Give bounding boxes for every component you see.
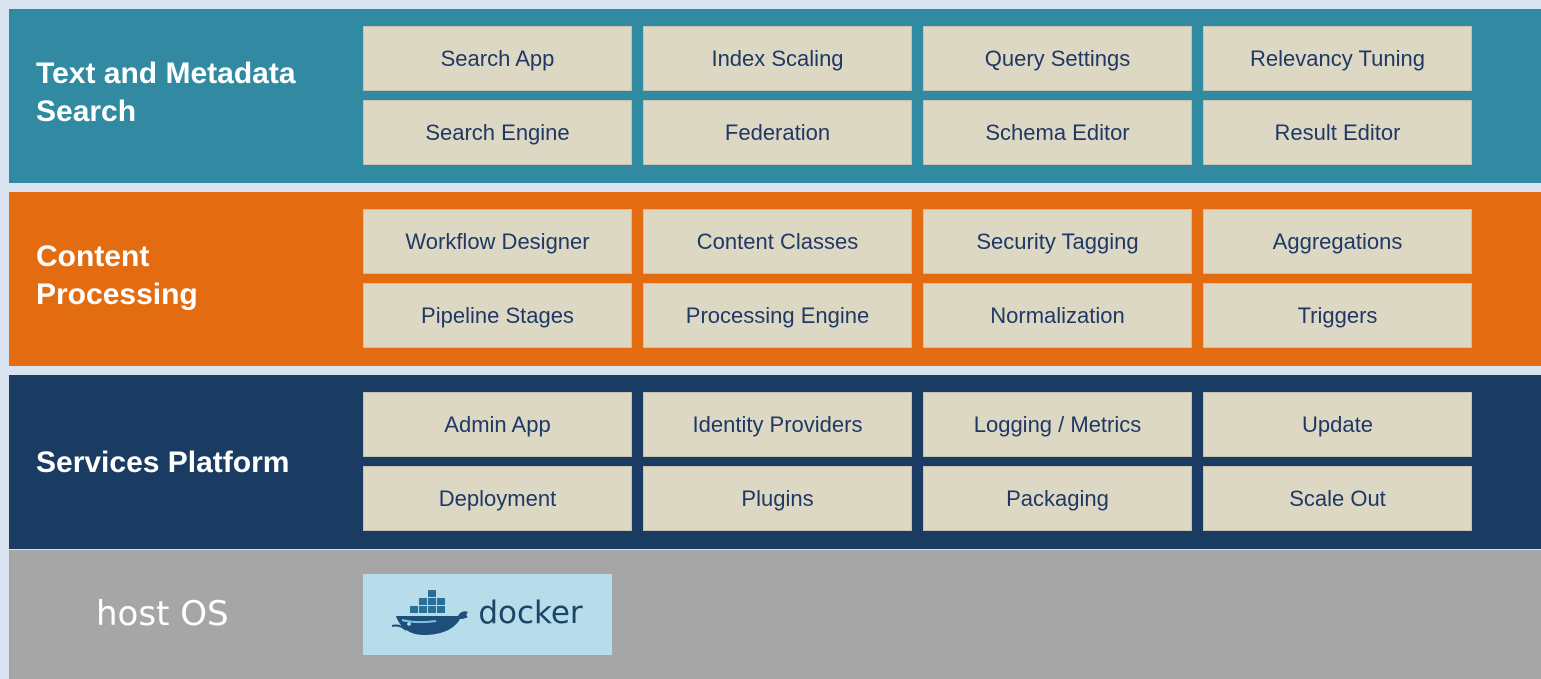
layer-title-line: Processing [36, 278, 198, 311]
content-processing-layer: Content Processing Workflow Designer Con… [9, 192, 1541, 366]
tile-result-editor[interactable]: Result Editor [1203, 100, 1472, 165]
tile-triggers[interactable]: Triggers [1203, 283, 1472, 348]
tile-federation[interactable]: Federation [643, 100, 912, 165]
tile-aggregations[interactable]: Aggregations [1203, 209, 1472, 274]
layer-title-line: Content [36, 240, 150, 273]
tile-packaging[interactable]: Packaging [923, 466, 1192, 531]
tile-update[interactable]: Update [1203, 392, 1472, 457]
tile-security-tagging[interactable]: Security Tagging [923, 209, 1192, 274]
tile-content-classes[interactable]: Content Classes [643, 209, 912, 274]
tile-index-scaling[interactable]: Index Scaling [643, 26, 912, 91]
layer-title-line: Text and Metadata [36, 57, 296, 90]
layer-title-line: Services Platform [36, 446, 290, 479]
layer-title-line: Search [36, 95, 137, 128]
docker-whale-icon [392, 586, 474, 643]
services-platform-layer: Services Platform Admin App Identity Pro… [9, 375, 1541, 549]
tile-relevancy-tuning[interactable]: Relevancy Tuning [1203, 26, 1472, 91]
tile-deployment[interactable]: Deployment [363, 466, 632, 531]
layer-title: Text and Metadata Search [36, 55, 296, 131]
tile-admin-app[interactable]: Admin App [363, 392, 632, 457]
tile-logging-metrics[interactable]: Logging / Metrics [923, 392, 1192, 457]
tile-search-engine[interactable]: Search Engine [363, 100, 632, 165]
tile-normalization[interactable]: Normalization [923, 283, 1192, 348]
component-grid: Admin App Identity Providers Logging / M… [363, 392, 1472, 531]
tile-identity-providers[interactable]: Identity Providers [643, 392, 912, 457]
tile-query-settings[interactable]: Query Settings [923, 26, 1192, 91]
text-metadata-search-layer: Text and Metadata Search Search App Inde… [9, 9, 1541, 183]
host-os-layer: host OS d [9, 550, 1541, 679]
docker-logo: docker [363, 574, 612, 655]
component-grid: Search App Index Scaling Query Settings … [363, 26, 1472, 165]
layer-title: Content Processing [36, 238, 198, 314]
tile-schema-editor[interactable]: Schema Editor [923, 100, 1192, 165]
host-os-label: host OS [96, 594, 229, 634]
tile-pipeline-stages[interactable]: Pipeline Stages [363, 283, 632, 348]
layer-title: Services Platform [36, 444, 289, 482]
tile-workflow-designer[interactable]: Workflow Designer [363, 209, 632, 274]
docker-wordmark: docker [478, 595, 583, 631]
tile-processing-engine[interactable]: Processing Engine [643, 283, 912, 348]
tile-search-app[interactable]: Search App [363, 26, 632, 91]
tile-plugins[interactable]: Plugins [643, 466, 912, 531]
tile-scale-out[interactable]: Scale Out [1203, 466, 1472, 531]
component-grid: Workflow Designer Content Classes Securi… [363, 209, 1472, 348]
